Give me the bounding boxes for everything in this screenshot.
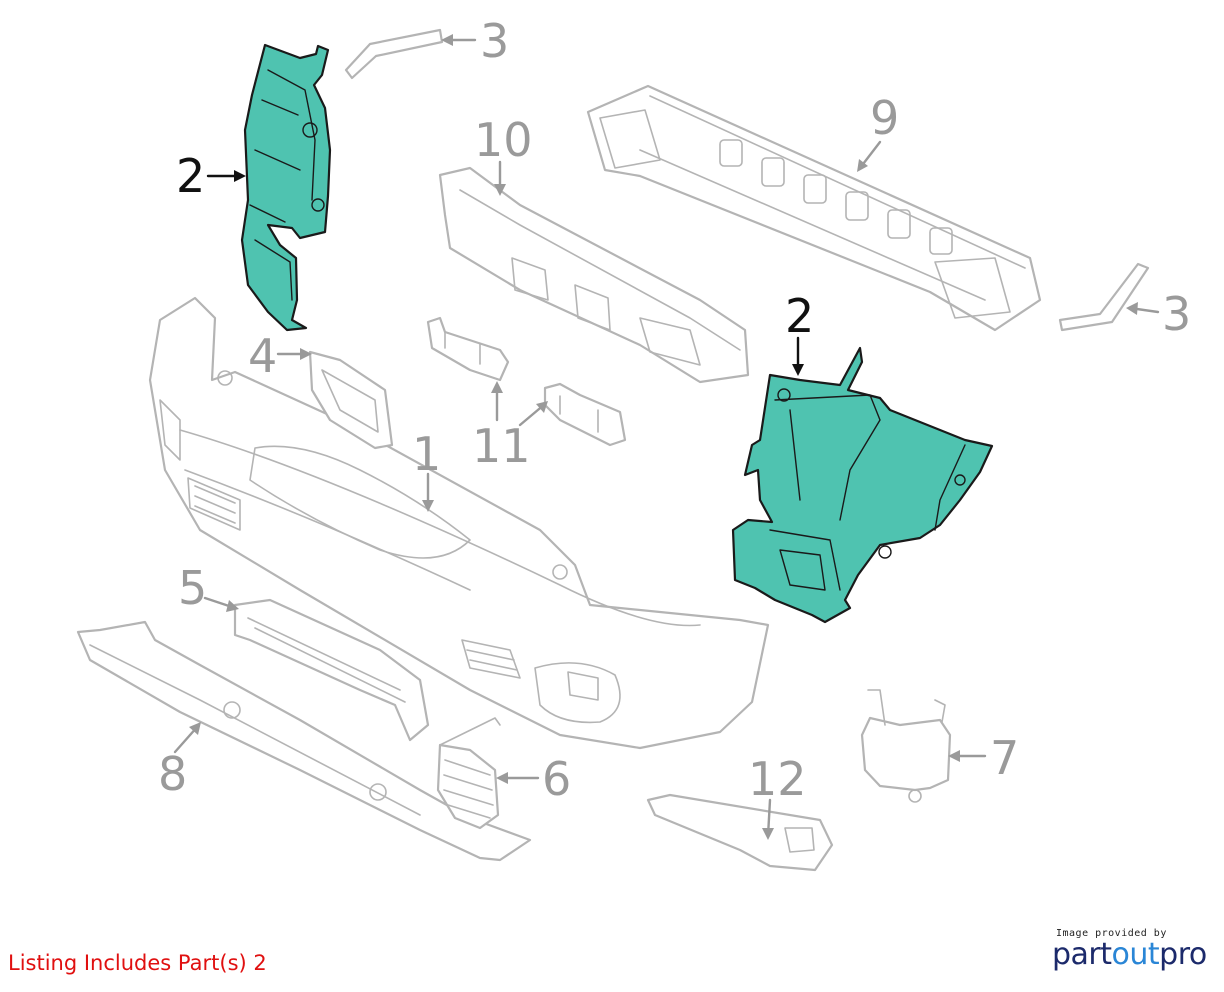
part-2-left-deflector	[240, 43, 332, 332]
part-11-brackets	[426, 316, 627, 447]
callout-5: 5	[178, 561, 207, 615]
callout-11: 11	[472, 419, 531, 473]
part-2-left-fill	[240, 43, 332, 332]
callout-6: 6	[542, 752, 571, 806]
listing-note: Listing Includes Part(s) 2	[8, 951, 267, 975]
callout-2b: 2	[785, 289, 814, 343]
callout-labels: 1 2 2 3 3 4 5 6 7 8 9 10 11 12	[158, 14, 1191, 806]
part-4-side-grille	[308, 350, 394, 450]
part-6-fog-grille	[436, 717, 501, 830]
part-8-skid-plate	[76, 620, 532, 862]
part-3-brackets	[344, 28, 1150, 332]
callout-4: 4	[248, 329, 277, 383]
part-9-reinforcement-beam	[586, 84, 1042, 332]
partoutpro-logo: partoutpro	[1052, 939, 1212, 971]
part-2-right-deflector	[731, 346, 994, 624]
callout-12: 12	[748, 752, 807, 806]
logo-part: part	[1052, 937, 1112, 972]
part-10-energy-absorber	[438, 166, 750, 384]
callout-3b: 3	[1162, 287, 1191, 341]
callout-3a: 3	[480, 14, 509, 68]
logo-out: out	[1111, 937, 1160, 972]
callout-2a: 2	[176, 149, 205, 203]
callout-1: 1	[412, 427, 441, 481]
image-credit: Image provided by partoutpro	[1052, 928, 1212, 971]
parts-diagram: 1 2 2 3 3 4 5 6 7 8 9 10 11 12	[76, 14, 1191, 872]
part-2-right-fill	[731, 346, 994, 624]
part-7-fog-lamp	[860, 689, 952, 803]
part-5-lower-grille	[233, 598, 430, 742]
callout-10: 10	[474, 113, 533, 167]
part-1-bumper-cover	[148, 296, 770, 750]
logo-pro: pro	[1159, 937, 1207, 972]
callout-8: 8	[158, 747, 187, 801]
part-12-tow-bracket	[646, 793, 834, 872]
callout-7: 7	[990, 731, 1019, 785]
credit-caption: Image provided by	[1056, 928, 1167, 939]
callout-arrowheads	[189, 34, 1138, 840]
callout-9: 9	[870, 91, 899, 145]
